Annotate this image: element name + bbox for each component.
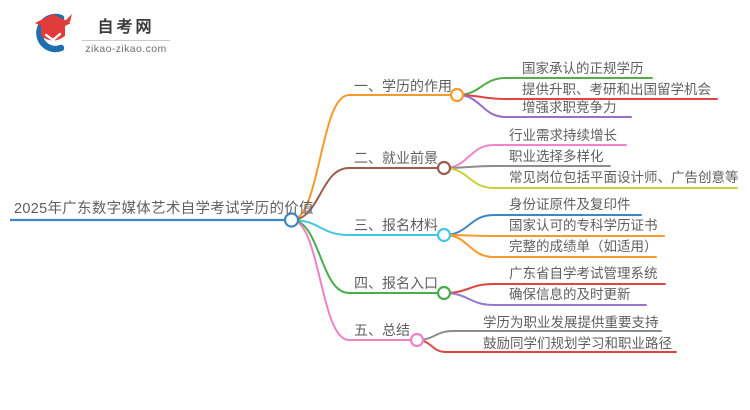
subtopic-3-1[interactable]: 身份证原件及复印件 [509,197,631,212]
branch-topic-1[interactable]: 一、学历的作用 [354,78,452,94]
subtopic-4-1[interactable]: 广东省自学考试管理系统 [509,266,658,281]
subtopic-3-3[interactable]: 完整的成绩单（如适用） [509,239,658,254]
site-logo[interactable]: 自考网 zikao-zikao.com [28,9,170,59]
logo-text-block: 自考网 zikao-zikao.com [82,13,170,55]
subtopic-3-2[interactable]: 国家认可的专科学历证书 [509,218,658,233]
subtopic-2-2[interactable]: 职业选择多样化 [509,149,604,164]
branch-topic-2[interactable]: 二、就业前景 [354,150,438,166]
branch-topic-3[interactable]: 三、报名材料 [354,217,438,233]
logo-domain: zikao-zikao.com [85,43,167,55]
subtopic-5-2[interactable]: 鼓励同学们规划学习和职业路径 [483,336,672,351]
subtopic-1-3[interactable]: 增强求职竞争力 [522,100,617,115]
graduation-cap-logo-icon [35,13,72,53]
subtopic-2-1[interactable]: 行业需求持续增长 [509,128,617,143]
logo-divider [82,40,170,41]
branch-topic-4[interactable]: 四、报名入口 [354,275,438,291]
root-topic[interactable]: 2025年广东数字媒体艺术自学考试学历的价值 [14,201,314,217]
subtopic-1-2[interactable]: 提供升职、考研和出国留学机会 [522,82,711,97]
subtopic-4-2[interactable]: 确保信息的及时更新 [509,287,631,302]
subtopic-2-3[interactable]: 常见岗位包括平面设计师、广告创意等 [509,170,739,185]
logo-title: 自考网 [97,19,155,36]
branch-topic-5[interactable]: 五、总结 [354,322,410,338]
subtopic-5-1[interactable]: 学历为职业发展提供重要支持 [483,315,659,330]
subtopic-1-1[interactable]: 国家承认的正规学历 [522,61,644,76]
